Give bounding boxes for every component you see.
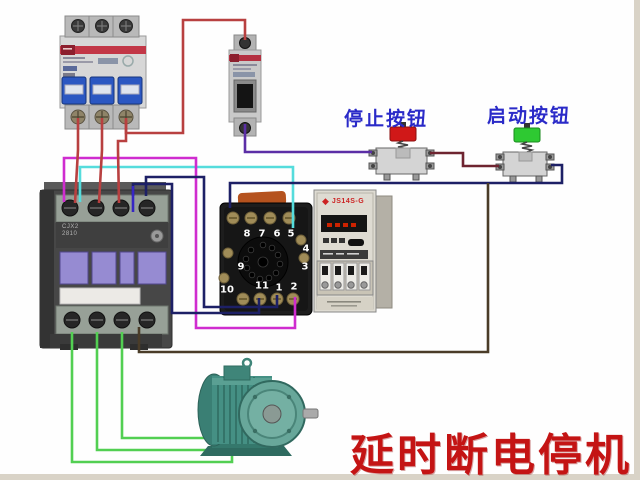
three-pole-breaker: [59, 15, 147, 130]
wire-cyan-contactor-to-pin5: [78, 165, 295, 228]
photo-edge-right: [634, 0, 640, 480]
start-button-spring: [519, 141, 535, 153]
breaker-toggle-black: [237, 84, 253, 108]
motor-shaft: [302, 408, 319, 419]
wire-red-phase2: [97, 118, 104, 204]
wire-red-phase1: [73, 118, 80, 204]
breaker-red-stripe: [60, 46, 146, 54]
start-button-cap: [513, 127, 541, 143]
single-pole-breaker: [228, 34, 262, 137]
breaker-toggles: [61, 76, 143, 105]
timer-relay: [313, 189, 393, 313]
stop-pushbutton: [368, 122, 435, 181]
contactor-white-label: [59, 287, 141, 305]
stop-button-cap: [389, 126, 417, 142]
wire-red-to-single-breaker: [124, 18, 247, 135]
timer-terminals: [319, 262, 371, 291]
wire-navy-start-to-pin8: [228, 163, 564, 208]
motor-eye-bolt: [241, 357, 253, 369]
contactor: [39, 182, 173, 350]
wire-navy-coil-to-pin1: [144, 175, 279, 309]
wire-darkred-stop-to-start: [430, 151, 499, 168]
motor-terminal-box: [223, 365, 251, 381]
photo-edge-bottom: [0, 474, 640, 480]
wire-purple-breaker-to-stop: [243, 124, 372, 154]
contactor-top-terminals: [61, 199, 156, 217]
relay-socket: [218, 190, 313, 316]
wire-brown-latch-branch: [137, 183, 490, 354]
start-pushbutton: [495, 123, 555, 183]
contactor-bottom-terminals: [63, 311, 156, 329]
motor: [197, 357, 319, 456]
contactor-purple-row: [59, 251, 167, 285]
wire-magenta-contactor-to-pin2: [62, 156, 297, 330]
timer-set-buttons: [323, 238, 329, 243]
